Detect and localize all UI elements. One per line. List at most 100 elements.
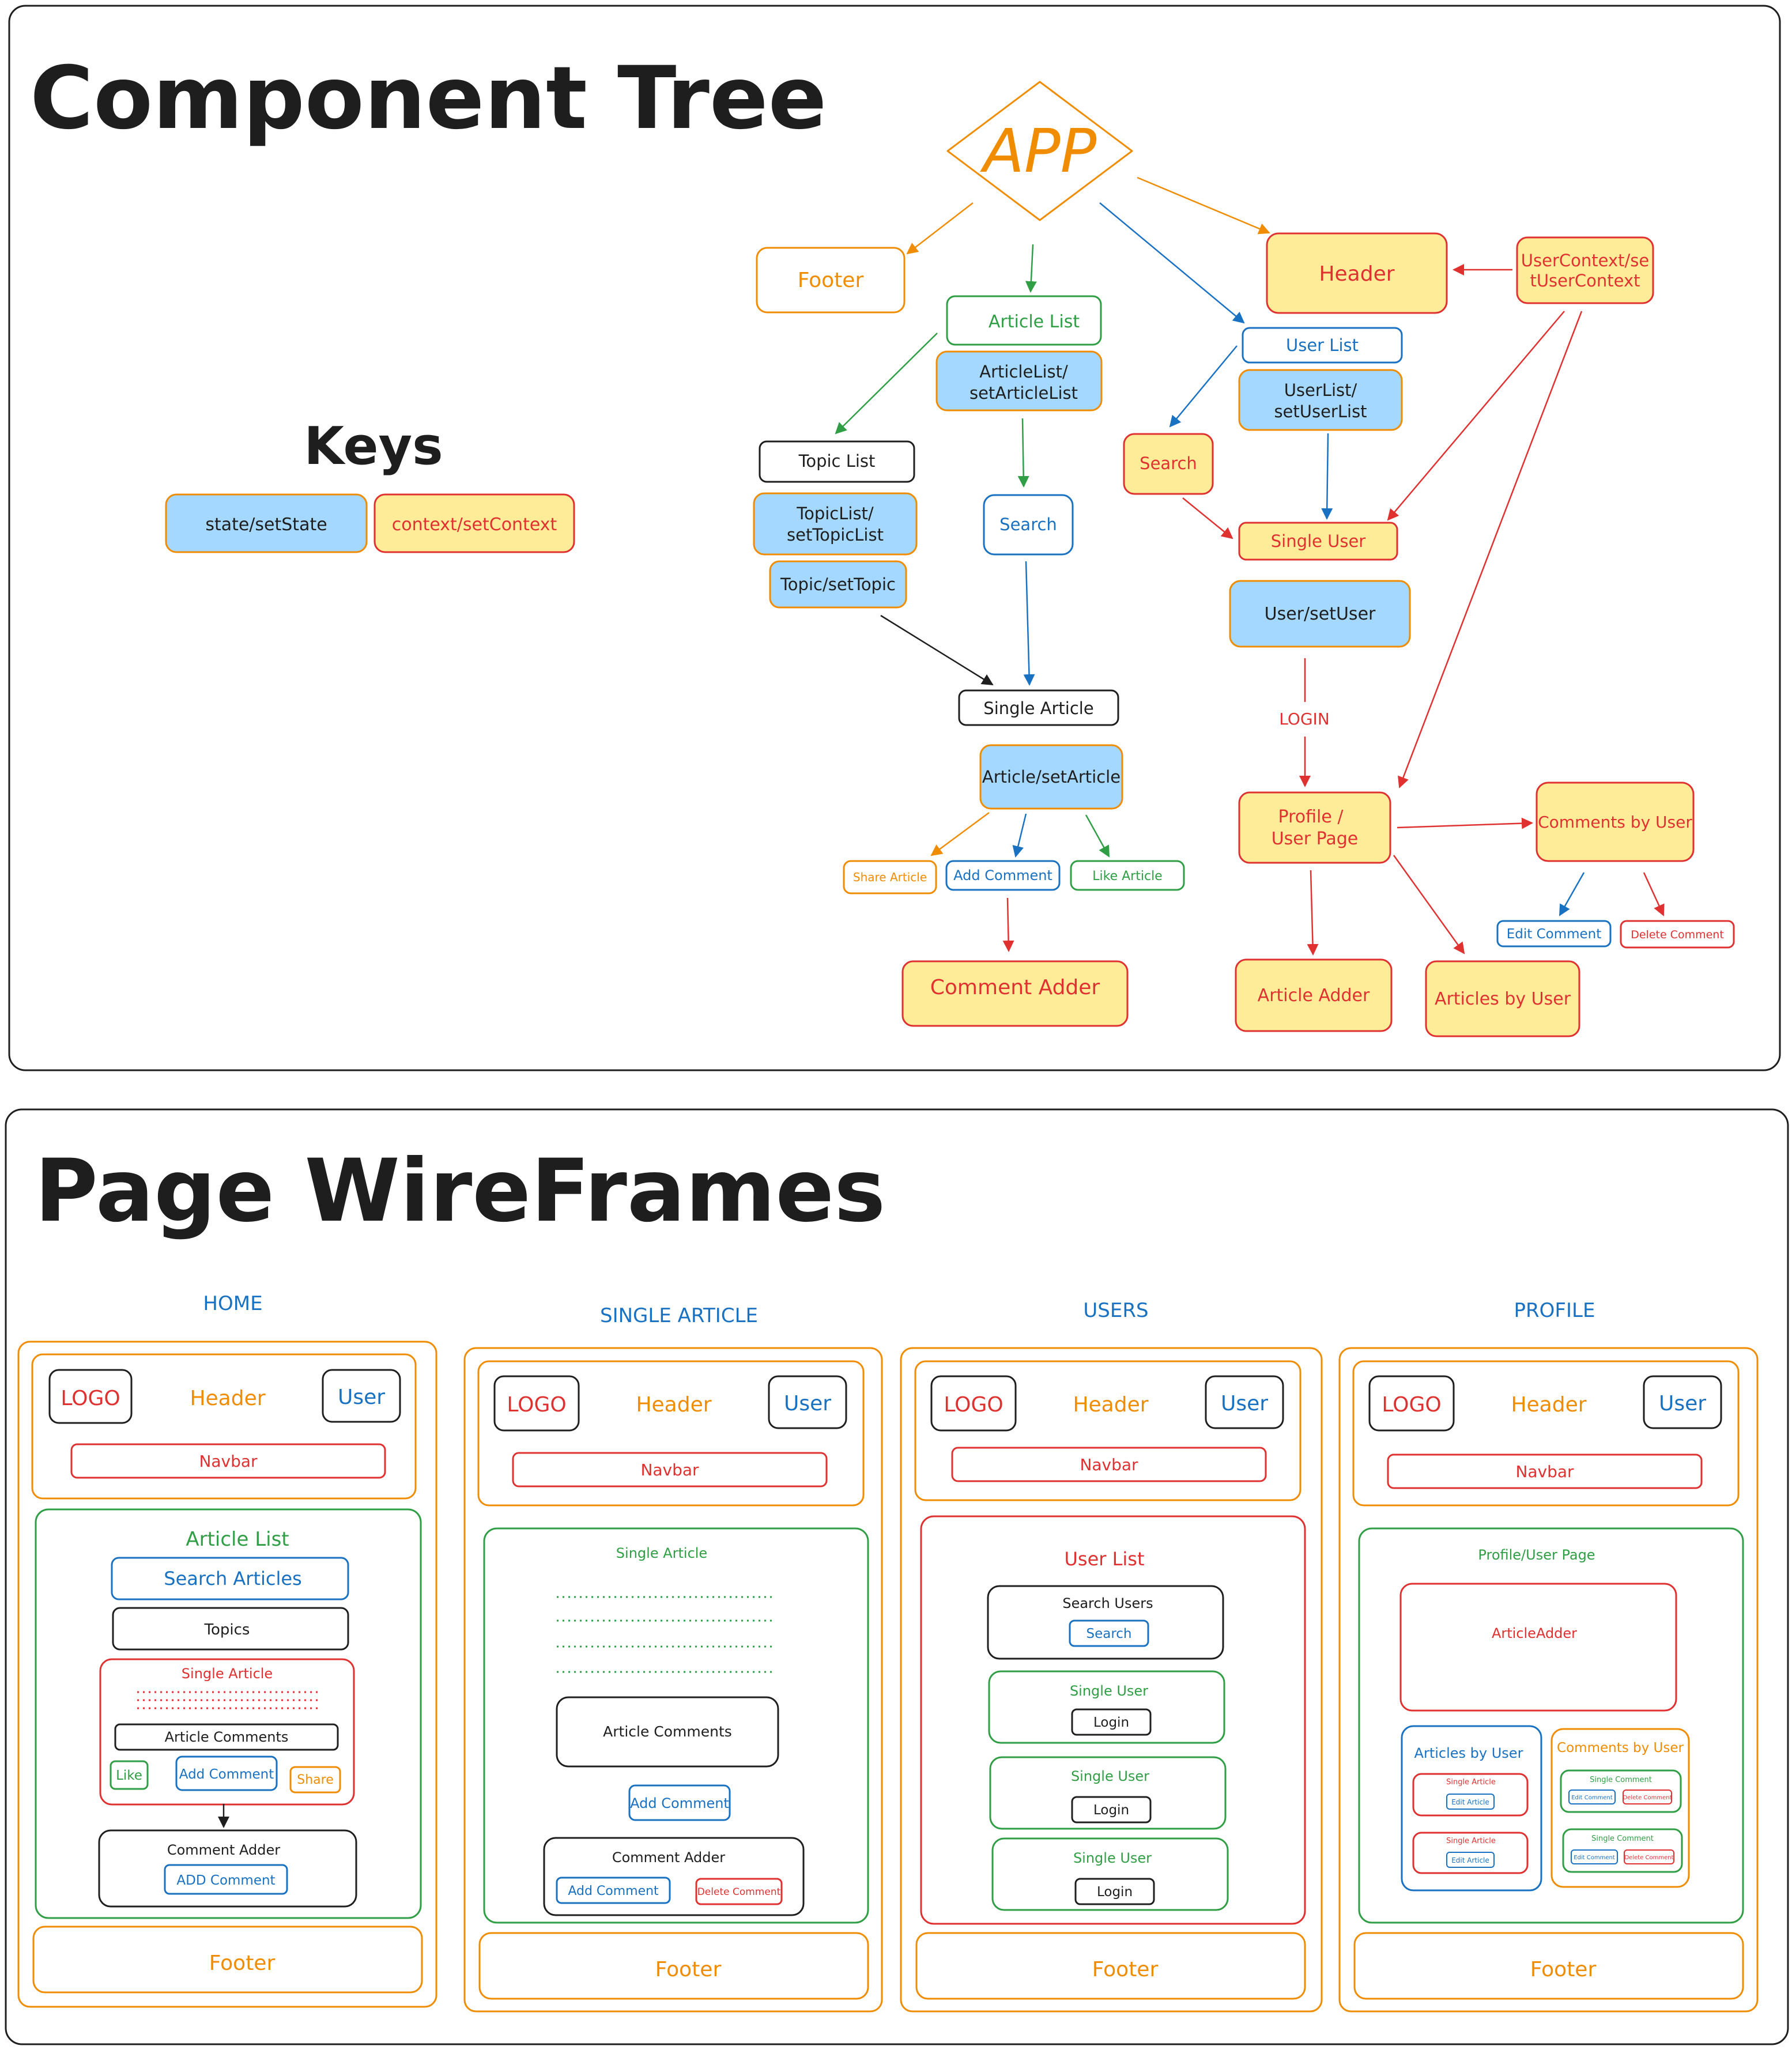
profile-edit-comment-2[interactable]: [1571, 1849, 1618, 1864]
add-comment-node: [945, 860, 1061, 891]
comment-adder-node: [901, 960, 1129, 1027]
single-article-add-comment-submit[interactable]: [556, 1877, 671, 1904]
users-page-frame: [900, 1347, 1323, 2013]
profile-page-line2: User Page: [1272, 829, 1359, 849]
home-article-list-label: Article List: [186, 1528, 289, 1551]
profile-delete-comment-2[interactable]: [1624, 1849, 1674, 1864]
home-navbar[interactable]: [70, 1443, 386, 1479]
delete-comment-node-label: Delete Comment: [1631, 928, 1724, 941]
key-state-box: [165, 493, 368, 553]
profile-logo-box: [1368, 1375, 1455, 1432]
arrow-app-footer: [906, 202, 974, 255]
comments-by-user-node-label: Comments by User: [1538, 813, 1692, 832]
home-article-comments[interactable]: [114, 1723, 339, 1751]
article-list-state-node: [935, 350, 1103, 411]
single-article-navbar[interactable]: [512, 1452, 828, 1488]
home-header-label: Header: [190, 1387, 265, 1410]
users-logo-box: [930, 1375, 1017, 1432]
user-context-node: [1516, 236, 1654, 304]
users-title: USERS: [1083, 1299, 1148, 1322]
edit-comment-node-label: Edit Comment: [1507, 927, 1602, 942]
home-add-comment-button[interactable]: [175, 1755, 278, 1791]
arrow-article-share: [930, 811, 990, 856]
users-login-button-1[interactable]: [1071, 1708, 1152, 1736]
home-topics[interactable]: [112, 1607, 349, 1651]
wireframe-profile: PROFILE LOGO Header User Navbar Profile/…: [1338, 1299, 1759, 2013]
profile-single-comment-2: [1562, 1828, 1683, 1873]
users-search-label: Search Users: [1062, 1595, 1153, 1611]
topic-state-node: [769, 560, 907, 609]
wireframes-title: Page WireFrames: [35, 1141, 885, 1241]
home-user-box[interactable]: [322, 1369, 401, 1423]
search-article-node-label: Search: [999, 515, 1057, 534]
topic-list-state-node: [753, 492, 918, 556]
single-article-comments[interactable]: [556, 1696, 779, 1768]
users-login-label-1: Login: [1093, 1715, 1129, 1730]
home-footer-label: Footer: [209, 1951, 276, 1975]
arrow-app-article-list: [1025, 244, 1037, 293]
home-comment-adder-label: Comment Adder: [167, 1842, 280, 1858]
home-like-button[interactable]: [110, 1760, 149, 1790]
profile-user-box[interactable]: [1643, 1375, 1722, 1429]
profile-articles-by-user-label: Articles by User: [1414, 1745, 1523, 1761]
users-login-button-3[interactable]: [1074, 1878, 1155, 1905]
home-user-label: User: [338, 1385, 385, 1409]
home-add-comment-submit-label: ADD Comment: [176, 1873, 275, 1888]
users-single-user-3-label: Single User: [1073, 1850, 1152, 1866]
article-list-node: [946, 295, 1102, 346]
users-navbar[interactable]: [951, 1447, 1267, 1482]
profile-header-frame: [1352, 1360, 1740, 1507]
home-add-comment-submit[interactable]: [164, 1864, 288, 1895]
home-single-article-label: Single Article: [182, 1666, 273, 1682]
single-article-header-frame: [477, 1360, 865, 1507]
profile-footer-label: Footer: [1530, 1958, 1597, 1981]
search-user-node-label: Search: [1140, 454, 1197, 473]
delete-comment-node: [1620, 920, 1735, 949]
search-user-node: [1123, 433, 1214, 495]
single-article-logo-box: [493, 1375, 580, 1432]
user-list-node: [1242, 327, 1403, 364]
home-title: HOME: [203, 1292, 262, 1315]
article-state-label: Article/setArticle: [982, 767, 1121, 787]
arrow-app-user-list: [1099, 202, 1245, 324]
home-article-comments-label: Article Comments: [165, 1729, 289, 1745]
home-add-comment-label: Add Comment: [179, 1767, 274, 1782]
arrow-comments-delete: [1643, 872, 1665, 916]
app-label: APP: [980, 116, 1097, 186]
profile-delete-comment-1[interactable]: [1623, 1789, 1672, 1804]
single-article-comment-adder-frame: [543, 1837, 805, 1916]
comments-by-user-node: [1536, 782, 1695, 862]
profile-navbar[interactable]: [1387, 1454, 1703, 1489]
user-list-state-line2: setUserList: [1274, 402, 1367, 421]
single-article-add-comment-button[interactable]: [628, 1784, 731, 1821]
single-article-delete-comment-label: Delete Comment: [697, 1886, 781, 1898]
profile-page-line1: Profile /: [1278, 807, 1344, 827]
single-article-footer-label: Footer: [655, 1958, 722, 1981]
profile-edit-comment-1[interactable]: [1568, 1789, 1616, 1804]
home-header-frame: [31, 1353, 417, 1500]
users-single-user-1: [988, 1670, 1225, 1744]
share-article-node: [843, 860, 937, 894]
users-login-button-2[interactable]: [1071, 1796, 1152, 1824]
profile-edit-article-1[interactable]: [1446, 1794, 1495, 1810]
home-search-articles[interactable]: [111, 1557, 349, 1600]
wireframe-single-article: SINGLE ARTICLE LOGO Header User Navbar S…: [463, 1304, 883, 2013]
profile-article-adder[interactable]: [1399, 1583, 1677, 1712]
arrow-user-list-single-user: [1321, 433, 1333, 520]
footer-node-label: Footer: [798, 269, 864, 292]
single-article-footer: [478, 1932, 869, 2000]
profile-articles-by-user-frame: [1401, 1725, 1542, 1892]
users-search-button[interactable]: [1069, 1619, 1149, 1647]
profile-single-comment-1-label: Single Comment: [1590, 1776, 1652, 1784]
users-user-box[interactable]: [1205, 1375, 1284, 1429]
single-article-user-box[interactable]: [768, 1375, 847, 1429]
home-comment-adder-frame: [98, 1829, 357, 1908]
home-share-button[interactable]: [289, 1766, 341, 1794]
single-article-delete-comment-button[interactable]: [695, 1878, 783, 1905]
arrow-topic-single-article: [880, 614, 994, 686]
like-article-node: [1070, 860, 1185, 891]
profile-edit-article-2[interactable]: [1446, 1852, 1495, 1868]
profile-user-label: User: [1659, 1392, 1706, 1415]
search-article-node: [983, 494, 1074, 556]
single-article-add-comment-submit-label: Add Comment: [568, 1884, 659, 1898]
